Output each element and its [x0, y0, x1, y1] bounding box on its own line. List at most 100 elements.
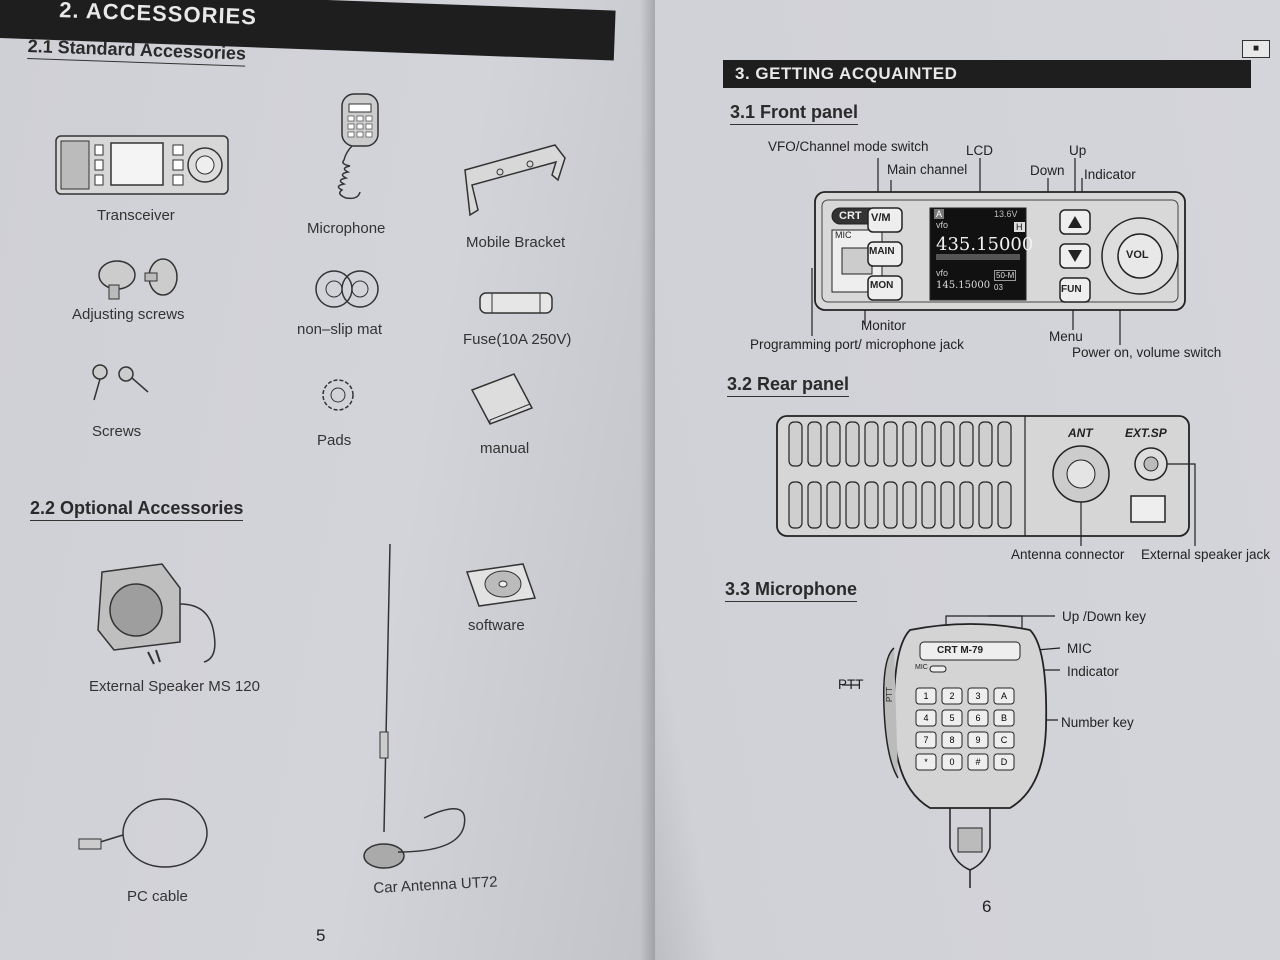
label-vfo-switch: VFO/Channel mode switch: [768, 139, 929, 154]
mic-number-key-label: 9: [975, 735, 980, 745]
section-front-panel: 3.1 Front panel: [730, 102, 859, 125]
caption-car-antenna: Car Antenna UT72: [373, 873, 498, 897]
mic-number-key[interactable]: [941, 753, 963, 771]
mic-number-key[interactable]: [993, 731, 1015, 749]
mic-number-key[interactable]: [967, 709, 989, 727]
label-ant: ANT: [1068, 426, 1093, 440]
mic-number-key[interactable]: [967, 731, 989, 749]
heat-sink-fin: [807, 481, 822, 529]
heat-sink-fin: [959, 481, 974, 529]
mic-number-key[interactable]: [941, 731, 963, 749]
mic-ptt-side-key[interactable]: PTT: [885, 686, 895, 703]
caption-transceiver: Transceiver: [97, 207, 175, 224]
pads-illustration: [322, 379, 354, 411]
heat-sink-fin: [883, 421, 898, 467]
fun-button[interactable]: FUN: [1061, 284, 1082, 295]
label-up-down-key: Up /Down key: [1062, 609, 1147, 624]
page-number-right: 6: [982, 897, 992, 916]
mic-number-key-label: 1: [923, 691, 928, 701]
adjusting-screws-illustration: [98, 258, 178, 300]
label-up: Up: [1069, 143, 1087, 158]
heat-sink-fin: [788, 421, 803, 467]
heat-sink-fin: [845, 481, 860, 529]
lcd-badge-h: H: [1014, 222, 1025, 232]
mic-number-key-label: 0: [949, 757, 954, 767]
mic-number-key-label: 7: [923, 735, 928, 745]
mic-number-key-label: 3: [975, 691, 980, 701]
front-brand-logo: CRT: [839, 210, 862, 222]
software-illustration: [465, 563, 537, 607]
manual-illustration: [470, 373, 534, 425]
mic-number-key-label: C: [1001, 735, 1008, 745]
caption-pads: Pads: [317, 432, 352, 449]
mic-number-key[interactable]: [915, 709, 937, 727]
heat-sink-fin: [864, 481, 879, 529]
right-page: ■ 3. GETTING ACQUAINTED 3.1 Front panel …: [655, 0, 1280, 960]
mic-number-key-label: #: [975, 757, 980, 767]
heat-sink-fin: [826, 481, 841, 529]
section-microphone: 3.3 Microphone: [725, 579, 858, 602]
mic-number-key-label: A: [1001, 691, 1007, 701]
mic-number-key[interactable]: [941, 709, 963, 727]
mic-number-key[interactable]: [941, 687, 963, 705]
mic-number-key[interactable]: [915, 753, 937, 771]
label-indicator-mic: Indicator: [1067, 664, 1119, 679]
heat-sink-fin: [978, 421, 993, 467]
label-main-channel: Main channel: [887, 162, 968, 177]
external-speaker-illustration: [97, 563, 216, 665]
mic-number-key-label: 5: [949, 713, 954, 723]
mic-number-key[interactable]: [915, 731, 937, 749]
heat-sink-fin: [921, 481, 936, 529]
lcd-sub-mode: vfo: [936, 268, 949, 278]
mic-number-key-label: 2: [949, 691, 954, 701]
label-lcd: LCD: [966, 143, 994, 158]
lcd-sub-frequency: 145.15000: [936, 280, 991, 291]
pc-cable-illustration: [78, 798, 208, 868]
label-programming-port: Programming port/ microphone jack: [750, 337, 964, 352]
heat-sink-fin: [997, 481, 1012, 529]
label-indicator: Indicator: [1084, 167, 1136, 182]
heat-sink-fin: [864, 421, 879, 467]
lcd-mode: vfo: [936, 220, 949, 230]
label-mic: MIC: [1067, 641, 1092, 656]
heat-sink-fin: [940, 421, 955, 467]
heat-sink-fin: [997, 421, 1012, 467]
mic-number-key-label: 8: [949, 735, 954, 745]
heat-sink-fin: [902, 421, 917, 467]
main-button[interactable]: MAIN: [869, 246, 895, 257]
fuse-illustration: [479, 292, 553, 314]
mic-number-key[interactable]: [993, 709, 1015, 727]
heat-sink-fin: [959, 421, 974, 467]
vol-knob[interactable]: VOL: [1126, 249, 1149, 261]
heat-sink-fin: [845, 421, 860, 467]
heat-sink-fin: [826, 421, 841, 467]
mic-number-key-label: *: [924, 757, 928, 767]
mic-number-key[interactable]: [967, 753, 989, 771]
mic-number-key-label: D: [1001, 757, 1008, 767]
caption-mobile-bracket: Mobile Bracket: [466, 234, 566, 251]
mic-number-key[interactable]: [915, 687, 937, 705]
lcd-side-tag: 50-M: [994, 270, 1017, 281]
caption-external-speaker: External Speaker MS 120: [89, 678, 260, 695]
section-optional-accessories: 2.2 Optional Accessories: [30, 498, 244, 521]
screws-illustration: [92, 364, 149, 401]
vm-button[interactable]: V/M: [871, 212, 891, 224]
mic-number-key[interactable]: [993, 687, 1015, 705]
mic-number-key[interactable]: [993, 753, 1015, 771]
transceiver-illustration: [55, 135, 229, 195]
mobile-bracket-illustration: [464, 144, 566, 217]
lcd-main-frequency: 435.15000: [936, 234, 1034, 255]
mic-number-key[interactable]: [967, 687, 989, 705]
caption-screws: Screws: [92, 423, 142, 440]
label-antenna-connector: Antenna connector: [1011, 547, 1125, 562]
heat-sink-fin: [978, 481, 993, 529]
non-slip-mat-illustration: [315, 270, 379, 308]
microphone-illustration: [337, 93, 379, 200]
label-power-volume: Power on, volume switch: [1072, 345, 1222, 360]
mon-button[interactable]: MON: [870, 280, 894, 291]
rear-panel-diagram: [776, 415, 1196, 546]
label-number-key: Number key: [1061, 715, 1134, 730]
mic-brand-logo: CRT M-79: [937, 645, 984, 656]
lcd-side-tag-2: 03: [994, 283, 1003, 292]
